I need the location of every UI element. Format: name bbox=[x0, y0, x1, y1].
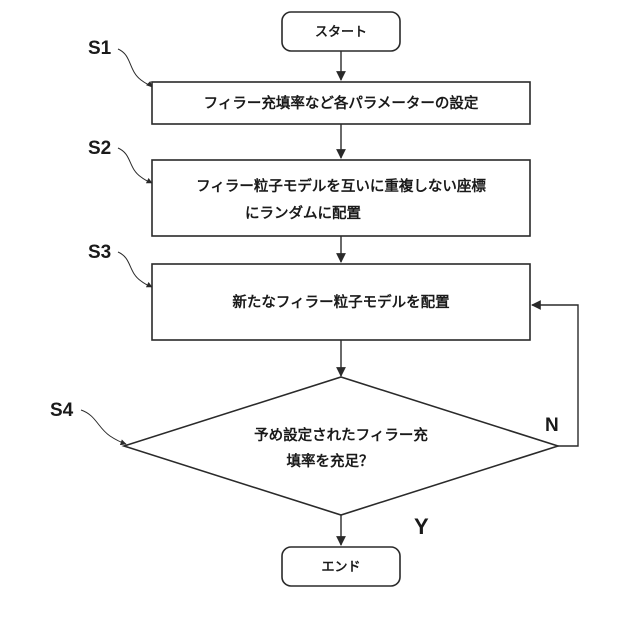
step-s2-label: S2 bbox=[88, 138, 111, 159]
end-label: エンド bbox=[321, 560, 360, 575]
decision-text-line2: 填率を充足？ bbox=[287, 452, 374, 470]
step-s4-label: S4 bbox=[50, 400, 74, 421]
step-s3-label: S3 bbox=[88, 242, 111, 263]
step-s1-label: S1 bbox=[88, 38, 112, 59]
yes-branch-label: Y bbox=[414, 514, 429, 539]
step-s1-leader bbox=[118, 49, 152, 87]
step-s2-text-line2: にランダムに配置 bbox=[245, 204, 361, 222]
step-s4-leader bbox=[81, 410, 126, 444]
step-s2-box bbox=[152, 160, 530, 236]
decision-text-line1: 予め設定されたフィラー充 bbox=[254, 426, 428, 444]
step-s2-text-line1: フィラー粒子モデルを互いに重複しない座標 bbox=[196, 177, 486, 195]
start-label: スタート bbox=[315, 25, 367, 40]
no-branch-label: N bbox=[545, 415, 559, 436]
step-s3-text: 新たなフィラー粒子モデルを配置 bbox=[232, 293, 449, 311]
step-s2-leader bbox=[118, 148, 152, 183]
step-s1-text: フィラー充填率など各パラメーターの設定 bbox=[204, 94, 479, 112]
decision-diamond bbox=[124, 377, 558, 515]
step-s3-leader bbox=[118, 252, 152, 287]
